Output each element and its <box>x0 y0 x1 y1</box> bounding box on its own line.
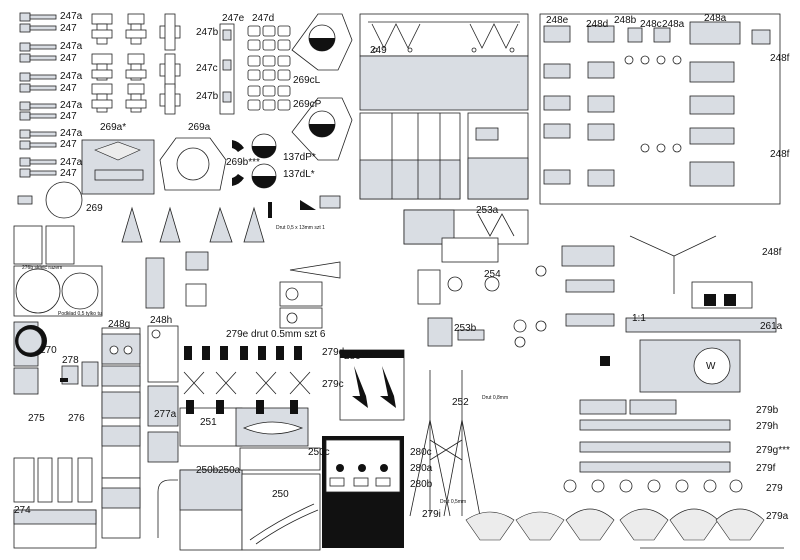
label-248f: 248f <box>770 53 790 64</box>
label-247a: 247a <box>60 11 83 22</box>
label-269b: 269b*** <box>226 157 260 168</box>
parts-250-panels <box>101 407 321 551</box>
label-250b: 250b <box>196 465 219 476</box>
label-280c: 280c <box>410 447 432 458</box>
parts-276b-group <box>13 225 103 367</box>
label-269: 269 <box>86 203 103 214</box>
label-247: 247 <box>60 139 77 150</box>
parts-248-right-block <box>539 13 781 205</box>
label-279f: 279f <box>756 463 776 474</box>
parts-278-lower-left <box>13 361 99 549</box>
part-280-panel <box>322 349 405 548</box>
label-247a: 247a <box>60 41 83 52</box>
parts-253-panels <box>403 209 529 347</box>
label-280: 280*** <box>344 351 373 362</box>
note-podklad: Podkład 0,5 tylko tu <box>58 311 102 317</box>
label-279b: 279b <box>756 405 779 416</box>
label-253a: 253a <box>476 205 499 216</box>
label-251: 251 <box>200 417 217 428</box>
label-276: 276 <box>68 413 85 424</box>
label-ratio: 1:1 <box>632 313 646 324</box>
parts-258-area <box>600 235 777 393</box>
label-248h: 248h <box>150 315 173 326</box>
note-skleic: 276b skleić razem <box>22 265 63 271</box>
label-248e: 248e <box>546 15 569 26</box>
label-280b: 280b <box>410 479 433 490</box>
label-269cL: 269cL <box>293 75 321 86</box>
part-249-lower-boxes <box>359 112 529 200</box>
label-w: W <box>706 361 716 372</box>
label-279e: 279e drut 0.5mm szt 6 <box>226 329 326 340</box>
label-250c: 250c <box>308 447 330 458</box>
label-279d: 279d <box>322 347 345 358</box>
label-269cP: 269cP <box>293 99 322 110</box>
label-248a: 248a <box>662 19 685 30</box>
label-247c: 247c <box>196 63 218 74</box>
label-247: 247 <box>60 23 77 34</box>
label-247d: 247d <box>252 13 275 24</box>
label-252: 252 <box>452 397 469 408</box>
label-279g: 279g*** <box>756 445 790 456</box>
note-drut-3: Drut 0,8mm <box>482 395 509 401</box>
parts-247-column <box>19 12 57 178</box>
label-247a: 247a <box>60 128 83 139</box>
label-279c: 279c <box>322 379 344 390</box>
label-277a: 277a <box>154 409 177 420</box>
label-247a: 247a <box>60 100 83 111</box>
label-248c: 248c <box>640 19 662 30</box>
parts-254-wheels <box>447 245 615 348</box>
label-248a-main: 248a <box>704 13 727 24</box>
label-254: 254 <box>484 269 501 280</box>
label-269a: 269a <box>188 122 211 133</box>
label-249: 249 <box>370 45 387 56</box>
parts-272-small-items <box>145 251 341 329</box>
label-247b: 247b <box>196 91 219 102</box>
part-252-mast <box>409 370 481 517</box>
label-247a: 247a <box>60 157 83 168</box>
label-248b: 248b <box>614 15 637 26</box>
label-261a: 261a <box>760 321 783 332</box>
label-279h: 279h <box>756 421 779 432</box>
label-278: 278 <box>62 355 79 366</box>
label-269a-star: 269a* <box>100 122 127 133</box>
parts-247b-crosses <box>91 13 181 115</box>
parts-271-gussets <box>121 195 341 243</box>
label-275: 275 <box>28 413 45 424</box>
label-137dL: 137dL* <box>283 169 315 180</box>
label-280a: 280a <box>410 463 433 474</box>
label-279: 279 <box>766 483 783 494</box>
label-247a: 247a <box>60 71 83 82</box>
label-279i: 279i <box>422 509 441 520</box>
label-250: 250 <box>272 489 289 500</box>
note-drut-1: Drut 0,5 x 13mm szt 1 <box>276 225 325 231</box>
label-274: 274 <box>14 505 31 516</box>
label-247: 247 <box>60 83 77 94</box>
label-247: 247 <box>60 168 77 179</box>
label-248f: 248f <box>770 149 790 160</box>
label-250a: 250a <box>218 465 241 476</box>
parts-247d-grid <box>219 23 291 115</box>
part-249-panel <box>359 13 529 111</box>
part-269a-group <box>81 133 277 195</box>
parts-279-series <box>465 399 784 549</box>
label-247: 247 <box>60 53 77 64</box>
parts-279-blocks <box>183 346 311 414</box>
label-270: 270 <box>40 345 57 356</box>
label-279a: 279a <box>766 511 789 522</box>
label-253g: 253b <box>454 323 477 334</box>
label-248f: 248f <box>762 247 782 258</box>
label-137dP: 137dP* <box>283 152 316 163</box>
label-248g: 248g <box>108 319 131 330</box>
parts-248g-column <box>101 325 179 479</box>
parts-269c-pods <box>291 13 353 161</box>
note-drut-4: Drut 0,5mm <box>440 499 467 505</box>
label-247: 247 <box>60 111 77 122</box>
label-247b: 247b <box>196 27 219 38</box>
label-247e: 247e <box>222 13 245 24</box>
part-269-ring <box>17 181 83 219</box>
label-248d: 248d <box>586 19 609 30</box>
